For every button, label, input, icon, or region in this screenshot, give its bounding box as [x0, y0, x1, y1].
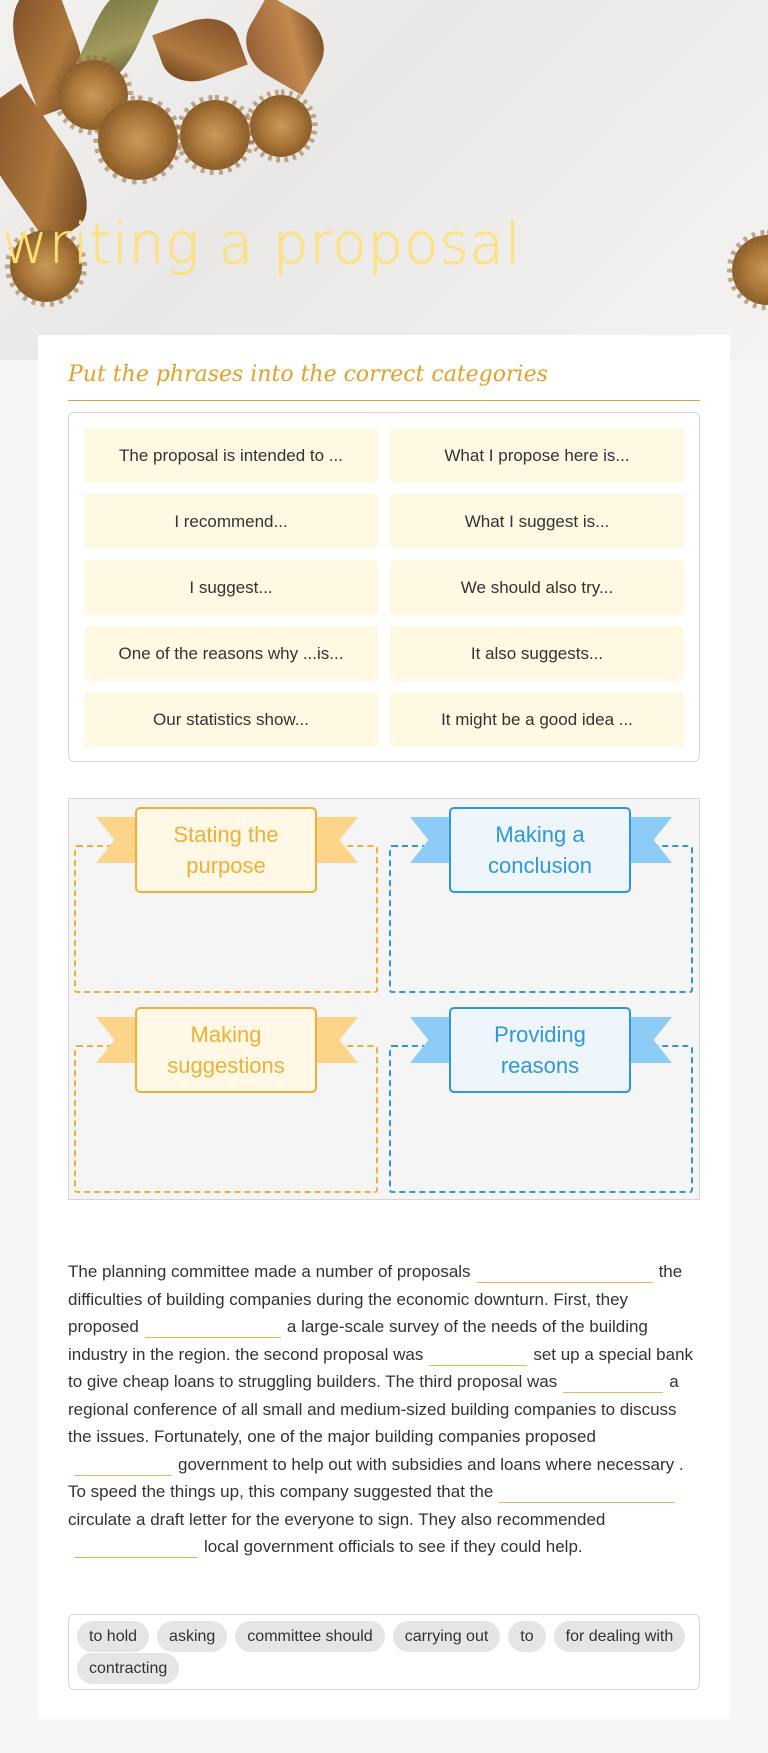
word-chip[interactable]: for dealing with	[553, 1621, 686, 1652]
word-chip-list: to hold asking committee should carrying…	[77, 1621, 691, 1684]
chestnut-burr-decoration	[98, 100, 178, 180]
task-instruction: Put the phrases into the correct categor…	[68, 362, 548, 387]
draggable-phrase[interactable]: Our statistics show...	[84, 692, 378, 747]
passage-text: set up a special bank to give cheap loan…	[68, 1344, 694, 1392]
word-bank: to hold asking committee should carrying…	[68, 1614, 700, 1690]
blank-drop-target[interactable]	[74, 1456, 172, 1476]
chestnut-leaf-decoration	[152, 8, 248, 92]
category-label-making-conclusion: Making a conclusion	[449, 807, 631, 893]
category-label-making-suggestions: Making suggestions	[135, 1007, 317, 1093]
category-area: Stating the purpose Making a conclusion …	[68, 798, 700, 1200]
word-chip[interactable]: to hold	[77, 1621, 150, 1652]
blank-drop-target[interactable]	[563, 1373, 664, 1393]
word-chip[interactable]: to	[508, 1621, 546, 1652]
draggable-phrase[interactable]: The proposal is intended to ...	[84, 428, 378, 483]
draggable-phrase[interactable]: It also suggests...	[390, 626, 684, 681]
word-chip[interactable]: contracting	[77, 1653, 180, 1684]
passage-text: a regional conference of all small and m…	[68, 1372, 679, 1446]
chestnut-burr-decoration	[250, 95, 312, 157]
draggable-phrase[interactable]: We should also try...	[390, 560, 684, 615]
header-banner: writing a proposal	[0, 0, 768, 360]
blank-drop-target[interactable]	[499, 1483, 676, 1503]
passage-text: local government officials to see if the…	[204, 1537, 583, 1556]
draggable-phrase[interactable]: What I suggest is...	[390, 494, 684, 549]
blank-drop-target[interactable]	[74, 1538, 198, 1558]
word-chip[interactable]: committee should	[235, 1621, 385, 1652]
page-title: writing a proposal	[2, 212, 522, 277]
passage-text: the difficulties of building companies d…	[68, 1262, 683, 1336]
phrase-pool: The proposal is intended to ... What I p…	[68, 412, 700, 762]
blank-drop-target[interactable]	[429, 1346, 528, 1366]
divider	[68, 400, 700, 401]
draggable-phrase[interactable]: What I propose here is...	[390, 428, 684, 483]
passage-text: government to help out with subsidies an…	[68, 1454, 684, 1502]
word-chip[interactable]: carrying out	[392, 1621, 501, 1652]
chestnut-burr-decoration	[10, 230, 82, 302]
passage-text: The planning committee made a number of …	[68, 1262, 471, 1281]
blank-drop-target[interactable]	[476, 1263, 653, 1283]
chestnut-burr-decoration	[180, 100, 250, 170]
passage-text: circulate a draft letter for the everyon…	[68, 1509, 606, 1529]
category-label-providing-reasons: Providing reasons	[449, 1007, 631, 1093]
draggable-phrase[interactable]: I recommend...	[84, 494, 378, 549]
word-chip[interactable]: asking	[157, 1621, 228, 1652]
blank-drop-target[interactable]	[144, 1318, 281, 1338]
chestnut-leaf-decoration	[232, 0, 338, 96]
draggable-phrase[interactable]: One of the reasons why ...is...	[84, 626, 378, 681]
gap-fill-passage: The planning committee made a number of …	[68, 1258, 700, 1561]
draggable-phrase[interactable]: I suggest...	[84, 560, 378, 615]
passage-text: a large-scale survey of the needs of the…	[68, 1317, 648, 1364]
chestnut-burr-decoration	[732, 235, 768, 305]
category-label-stating-purpose: Stating the purpose	[135, 807, 317, 893]
draggable-phrase[interactable]: It might be a good idea ...	[390, 692, 684, 747]
